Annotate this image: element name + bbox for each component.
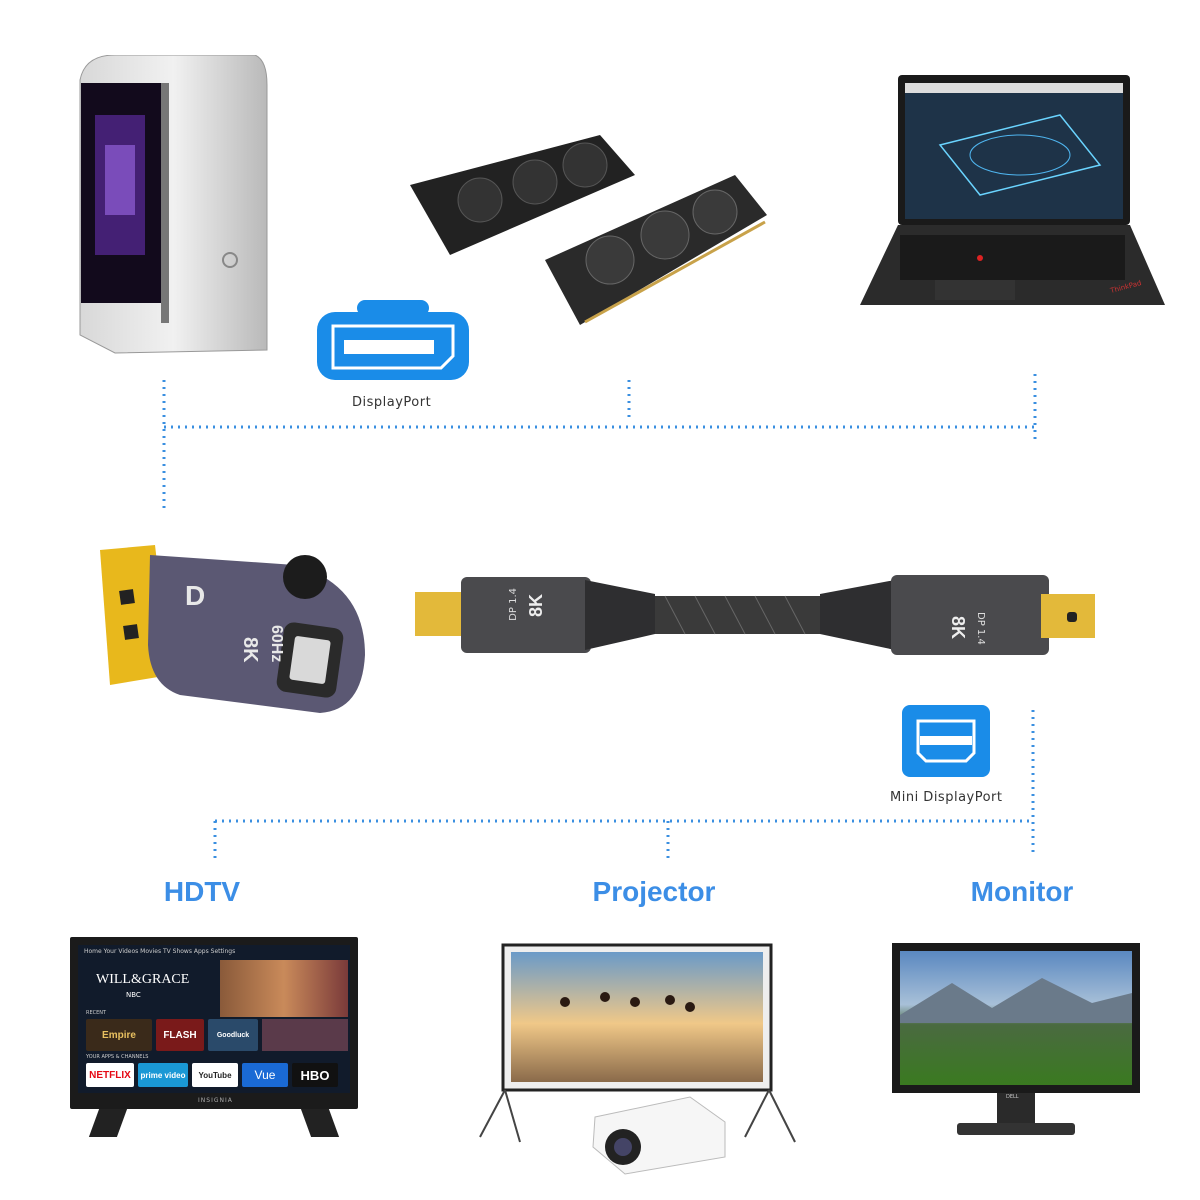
tv-tile-flash: FLASH — [156, 1019, 204, 1051]
displayport-icon — [317, 300, 469, 380]
tv-app-hbo: HBO — [292, 1063, 338, 1087]
projector-icon — [475, 942, 800, 1177]
monitor-brand: DELL — [1006, 1094, 1019, 1100]
tv-app-youtube: YouTube — [192, 1063, 238, 1087]
hdtv-heading: HDTV — [163, 876, 241, 907]
cable-left-version: DP 1.4 — [508, 588, 519, 621]
adapter-res-text: 8K — [239, 637, 261, 663]
monitor-icon: DELL — [892, 943, 1140, 1136]
adapter-rate-text: 60Hz — [268, 625, 285, 663]
tv-tile-goodluck: Goodluck — [208, 1019, 258, 1051]
tv-app-prime: prime video — [138, 1063, 188, 1087]
projector-heading: Projector — [592, 876, 716, 907]
mini-displayport-icon — [902, 705, 990, 777]
tv-apps-label: YOUR APPS & CHANNELS — [86, 1054, 149, 1060]
tv-brand: INSIGNIA — [198, 1097, 233, 1104]
tv-show-title: WILL&GRACE — [96, 972, 190, 987]
laptop-icon: ThinkPad — [860, 75, 1165, 307]
cable-left-res: 8K — [526, 594, 546, 618]
dp-adapter: D 8K 60Hz — [90, 545, 370, 717]
tv-tile-empire: Empire — [86, 1019, 152, 1051]
cable-right-res: 8K — [948, 616, 968, 640]
mini-displayport-label: Mini DisplayPort — [890, 790, 1003, 805]
tv-nav: Home Your Videos Movies TV Shows Apps Se… — [84, 948, 236, 955]
tv-recent-label: RECENT — [86, 1010, 107, 1016]
mini-dp-cable: DP 1.4 8K 8K DP 1.4 — [415, 572, 1097, 658]
cable-right-version: DP 1.4 — [975, 612, 986, 645]
gpu-icon — [405, 130, 775, 330]
tv-network: NBC — [126, 991, 141, 999]
hdtv-icon: Home Your Videos Movies TV Shows Apps Se… — [70, 937, 358, 1142]
pc-tower-icon — [75, 54, 270, 355]
svg-text:D: D — [185, 580, 205, 611]
displayport-label: DisplayPort — [352, 395, 432, 410]
monitor-heading: Monitor — [970, 876, 1074, 907]
tv-app-vue: Vue — [242, 1063, 288, 1087]
tv-app-netflix: NETFLIX — [86, 1063, 134, 1087]
